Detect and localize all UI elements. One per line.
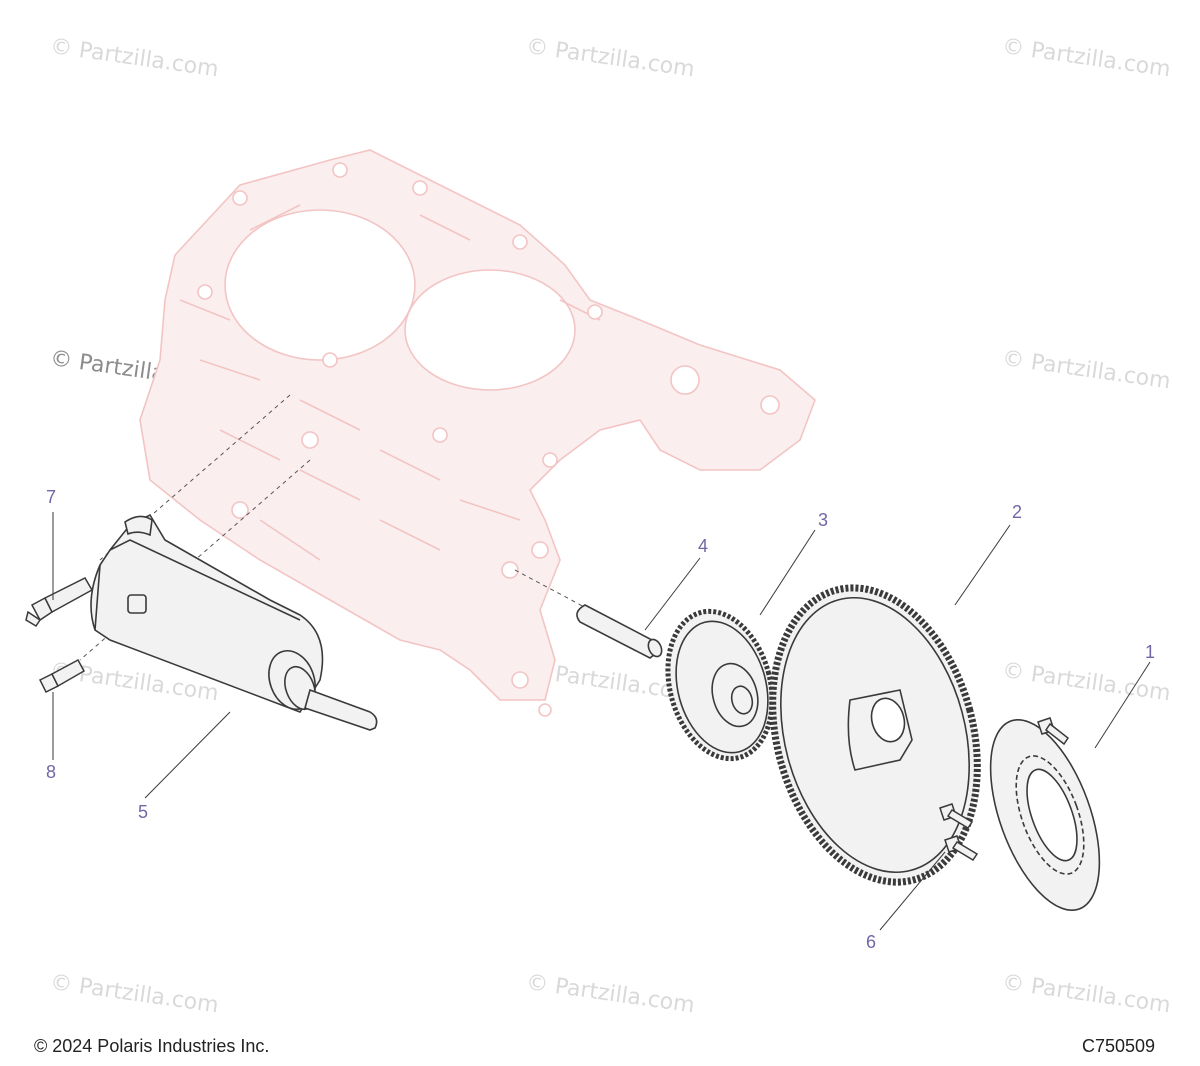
clutch-part-1 bbox=[989, 718, 1101, 912]
callout-8[interactable]: 8 bbox=[46, 762, 57, 782]
gear-part-3 bbox=[665, 608, 775, 762]
callout-1[interactable]: 1 bbox=[1145, 642, 1156, 662]
bolt-part-8 bbox=[38, 658, 86, 694]
callout-6[interactable]: 6 bbox=[866, 932, 877, 952]
screws-part-6 bbox=[939, 717, 1070, 862]
gear-part-2 bbox=[769, 584, 981, 886]
starter-motor bbox=[90, 513, 378, 731]
crankcase bbox=[139, 149, 816, 717]
callout-3[interactable]: 3 bbox=[818, 510, 829, 530]
callout-4[interactable]: 4 bbox=[698, 536, 709, 556]
callout-2[interactable]: 2 bbox=[1012, 502, 1023, 522]
shaft-part-4 bbox=[576, 604, 663, 659]
callout-5[interactable]: 5 bbox=[138, 802, 149, 822]
diagram-code: C750509 bbox=[1082, 1036, 1156, 1056]
callout-7[interactable]: 7 bbox=[46, 487, 57, 507]
copyright-text: © 2024 Polaris Industries Inc. bbox=[34, 1036, 270, 1056]
leader-lines bbox=[52, 512, 1151, 931]
bolt-part-7 bbox=[25, 577, 94, 628]
